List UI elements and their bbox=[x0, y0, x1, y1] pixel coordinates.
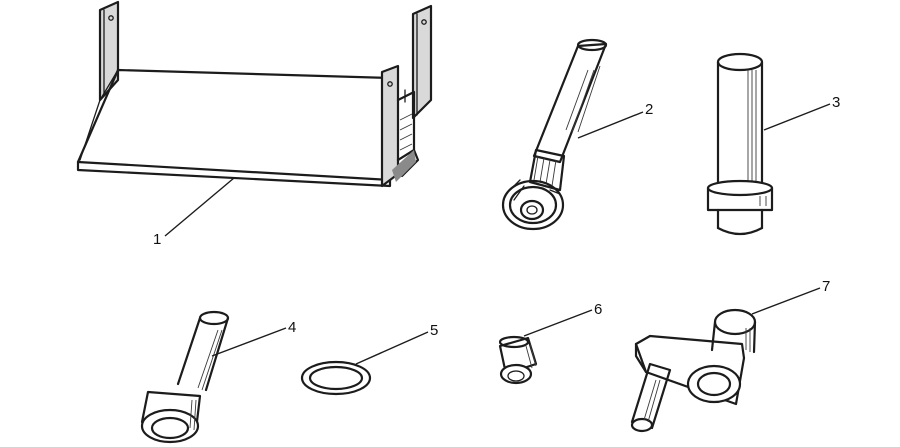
callout-6: 6 bbox=[594, 301, 602, 318]
leader-6 bbox=[523, 309, 593, 337]
leader-1 bbox=[164, 177, 235, 237]
callout-3: 3 bbox=[832, 94, 840, 111]
part-4-collar-drift bbox=[140, 310, 230, 444]
leader-3 bbox=[763, 103, 831, 131]
leader-4 bbox=[211, 327, 287, 357]
leader-2 bbox=[577, 111, 644, 139]
leader-lines bbox=[164, 103, 831, 365]
callout-4: 4 bbox=[288, 319, 296, 336]
part-1-tray-bracket bbox=[76, 0, 433, 188]
leader-5 bbox=[355, 331, 429, 365]
callout-7: 7 bbox=[822, 278, 830, 295]
part-7-flanged-fitting bbox=[630, 308, 757, 433]
part-6-sleeve bbox=[498, 335, 538, 385]
callout-5: 5 bbox=[430, 322, 438, 339]
callout-labels: 1 2 3 4 5 6 7 bbox=[153, 94, 840, 339]
callout-2: 2 bbox=[645, 101, 653, 118]
part-5-washer bbox=[300, 360, 372, 396]
callout-1: 1 bbox=[153, 231, 161, 248]
part-2-drift-tool bbox=[501, 38, 608, 231]
leader-7 bbox=[751, 287, 821, 315]
part-3-stepped-pin bbox=[706, 52, 774, 236]
